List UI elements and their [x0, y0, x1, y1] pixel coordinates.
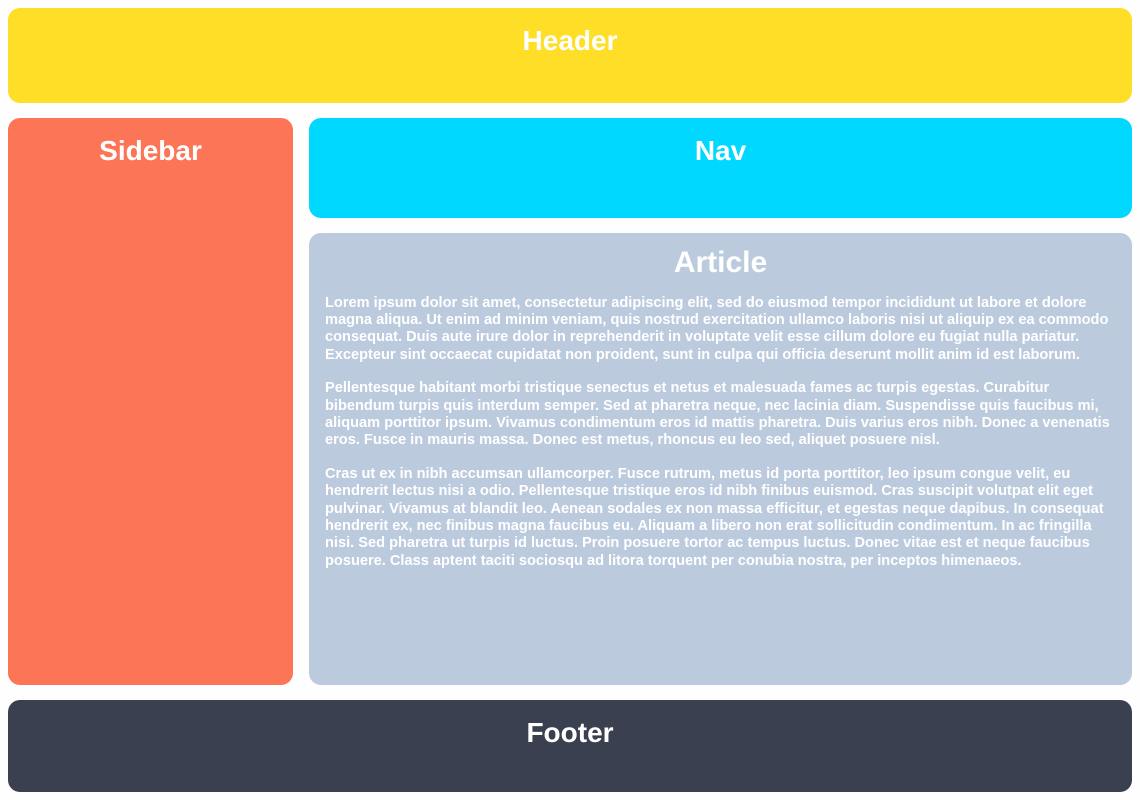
- nav-region: Nav: [309, 118, 1132, 218]
- footer-title: Footer: [526, 717, 614, 748]
- header-region: Header: [8, 8, 1132, 103]
- footer-region: Footer: [8, 700, 1132, 792]
- sidebar-title: Sidebar: [99, 135, 202, 166]
- nav-title: Nav: [694, 135, 747, 166]
- sidebar-region: Sidebar: [8, 118, 293, 685]
- article-region: Article Lorem ipsum dolor sit amet, cons…: [309, 233, 1132, 685]
- article-paragraph: Pellentesque habitant morbi tristique se…: [325, 380, 1110, 449]
- header-title: Header: [522, 25, 618, 56]
- article-title: Article: [673, 246, 768, 279]
- article-paragraph: Cras ut ex in nibh accumsan ullamcorper.…: [325, 465, 1104, 569]
- article-body: Lorem ipsum dolor sit amet, consectetur …: [325, 295, 1116, 571]
- article-paragraph: Lorem ipsum dolor sit amet, consectetur …: [325, 294, 1109, 363]
